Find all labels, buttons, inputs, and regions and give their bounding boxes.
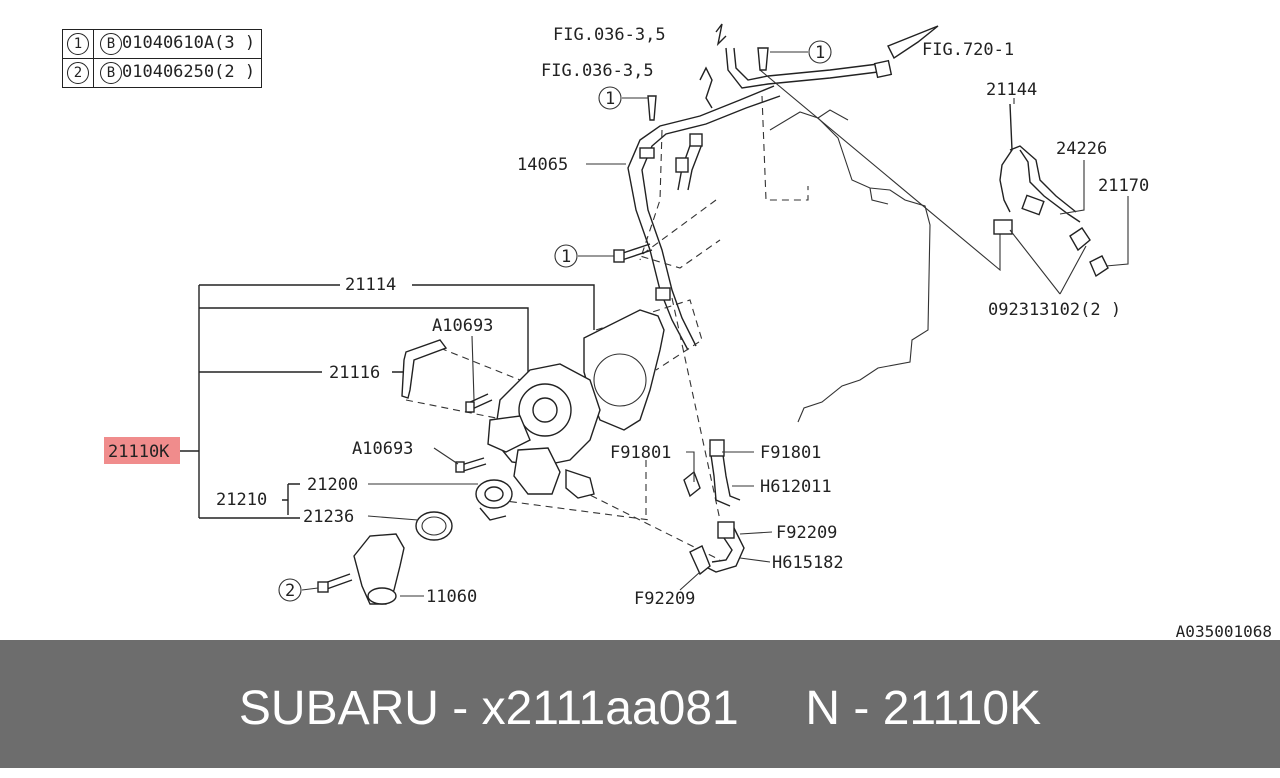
part-number-label: 21236: [303, 507, 354, 527]
part-number-label: F91801: [760, 443, 821, 463]
part-number-label: F92209: [634, 589, 695, 609]
part-number-label: A10693: [432, 316, 493, 336]
fig-ref-label: FIG.720-1: [922, 40, 1014, 60]
fig-ref-label: FIG.036-3,5: [553, 25, 666, 45]
callout-circles: 1 1 1 2: [278, 40, 832, 602]
fig-ref-label: FIG.036-3,5: [541, 61, 654, 81]
callout-number: 1: [67, 33, 89, 55]
callout-number: 1: [605, 89, 615, 109]
legend-part-code: 010406250(2 ): [122, 62, 256, 82]
part-number-label: 21114: [345, 275, 396, 295]
bolts: [317, 47, 769, 593]
upper-hose-assembly: [627, 47, 893, 351]
part-number-label: 24226: [1056, 139, 1107, 159]
thermostat-cover-11060: [353, 533, 405, 605]
footer-title: SUBARU - x2111aa081 N - 21110K: [238, 682, 1042, 735]
water-pump-21110K: [487, 363, 601, 499]
bolt-symbol: B: [100, 33, 122, 55]
parts-diagram: 1 1 1 2 FIG.036-3,5 FIG.036-3,5 FI: [104, 23, 1149, 609]
part-number-label-highlighted: 21110K: [108, 442, 170, 462]
highlight-21110K: [104, 437, 180, 464]
part-number-label: 092313102(2 ): [988, 300, 1121, 320]
part-number-label: H612011: [760, 477, 832, 497]
engine-block-outline: [769, 109, 931, 423]
thermostat-21200: [475, 479, 513, 521]
callout-number: 1: [815, 43, 825, 63]
part-number-label: H615182: [772, 553, 844, 573]
assembly-bracket: [180, 284, 595, 519]
gasket-21236: [415, 511, 453, 541]
callout-number: 2: [285, 581, 295, 601]
diagram-code: A035001068: [1175, 622, 1272, 641]
part-number-label: 21210: [216, 490, 267, 510]
part-number-label: F91801: [610, 443, 671, 463]
assembly-guide-lines: [405, 95, 809, 561]
legend-part-code: 01040610A(3 ): [122, 33, 256, 53]
callout-number: 1: [561, 247, 571, 267]
callout-number: 2: [67, 62, 89, 84]
part-number-label: 21170: [1098, 176, 1149, 196]
bypass-hose-21144: [993, 103, 1109, 278]
part-labels: FIG.036-3,5 FIG.036-3,5 FIG.720-1 14065 …: [108, 25, 1149, 609]
part-number-label: A10693: [352, 439, 413, 459]
reference-arrows: [699, 23, 939, 109]
part-number-label: 21200: [307, 475, 358, 495]
footer-bar: SUBARU - x2111aa081 N - 21110K: [0, 640, 1280, 768]
label-leaders: [367, 98, 1129, 597]
part-number-label: 14065: [517, 155, 568, 175]
part-number-label: F92209: [776, 523, 837, 543]
part-number-label: 11060: [426, 587, 477, 607]
part-number-label: 21144: [986, 80, 1037, 100]
bracket-21116: [401, 339, 448, 399]
leader-line: [759, 69, 1001, 272]
part-number-label: 21116: [329, 363, 380, 383]
bolt-symbol: B: [100, 62, 122, 84]
lower-hoses: [683, 439, 745, 576]
